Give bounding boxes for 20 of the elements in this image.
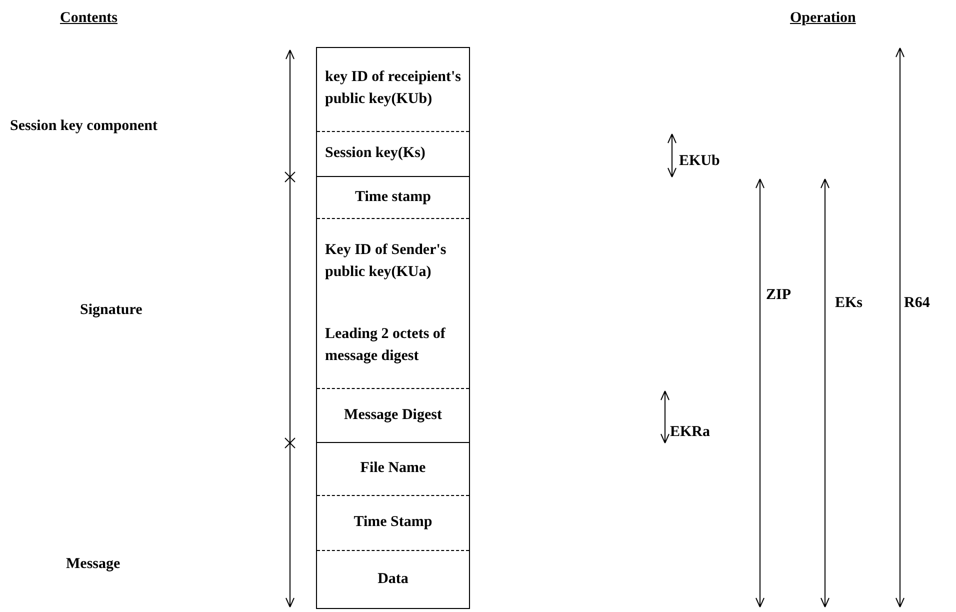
field-row: Leading 2 octets of message digest xyxy=(317,304,469,389)
field-row: Session key(Ks) xyxy=(317,132,469,177)
range-label: Signature xyxy=(80,302,142,319)
range-label: EKs xyxy=(835,295,863,312)
column-heading: Operation xyxy=(790,10,856,27)
range-label: EKUb xyxy=(679,153,720,170)
field-row: Data xyxy=(317,551,469,609)
record-box xyxy=(316,47,470,609)
field-row: Time Stamp xyxy=(317,496,469,551)
range-label: Message xyxy=(66,556,120,573)
range-label: Session key component xyxy=(10,118,158,135)
field-row: File Name xyxy=(317,443,469,496)
column-heading: Contents xyxy=(60,10,118,27)
field-row: Time stamp xyxy=(317,177,469,219)
field-row: key ID of receipient's public key(KUb) xyxy=(317,47,469,132)
field-row: Message Digest xyxy=(317,389,469,443)
range-label: ZIP xyxy=(766,287,792,304)
range-label: EKRa xyxy=(670,424,710,441)
field-row: Key ID of Sender's public key(KUa) xyxy=(317,219,469,304)
range-label: R64 xyxy=(904,295,930,312)
